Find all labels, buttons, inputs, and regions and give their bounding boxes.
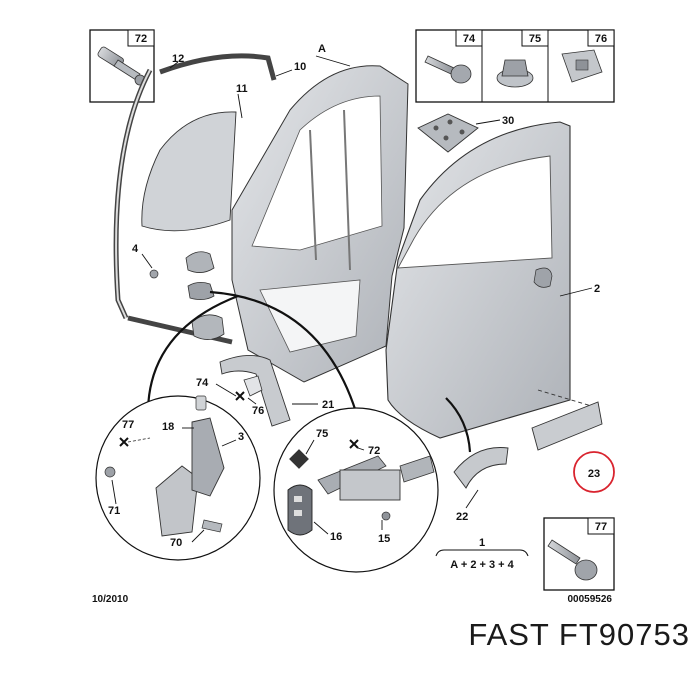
door-panel-2: 2	[385, 121, 600, 439]
part-22-arch: 22	[445, 397, 509, 523]
part-number-label: FAST FT90753	[468, 617, 690, 652]
fastener-box: 74 75 76	[415, 29, 615, 103]
part-11-membrane: 11	[141, 83, 248, 232]
callout-75-box: 75	[529, 33, 541, 45]
bolt-box-72: 72	[89, 29, 155, 103]
highlight-circle	[573, 451, 615, 493]
part-30-plate: 30	[417, 113, 514, 153]
callout-16: 16	[330, 531, 342, 543]
door-frame-a: A	[231, 43, 409, 383]
callout-1: 1	[479, 537, 485, 549]
assembly-formula: 1 A + 2 + 3 + 4	[435, 537, 529, 571]
callout-76-box: 76	[595, 33, 607, 45]
clip-icon	[561, 49, 603, 83]
leader-arc-left	[146, 294, 239, 411]
check-strap-detail-circle: 75 72 16 15	[273, 407, 439, 573]
callout-77-box: 77	[595, 521, 607, 533]
hinge-detail-circle: 77 18 3 71 70	[95, 395, 261, 561]
callout-75-detail: 75	[316, 428, 328, 440]
screw-icon	[424, 55, 472, 84]
callout-77-left: 77	[122, 419, 134, 431]
callout-72-detail: 72	[368, 445, 380, 457]
callout-10: 10	[294, 61, 306, 73]
callout-71: 71	[108, 505, 120, 517]
nut-icon	[496, 59, 534, 88]
screw-77-icon	[547, 539, 598, 581]
leader-arc-right	[209, 290, 358, 413]
date-code: 10/2010	[92, 594, 129, 605]
callout-30: 30	[502, 115, 514, 127]
hinge-parts: 4	[132, 243, 241, 340]
callout-70: 70	[170, 537, 182, 549]
part-75-square-icon	[289, 449, 309, 469]
callout-2: 2	[594, 283, 600, 295]
callout-23: 23	[588, 468, 600, 480]
callout-76-left: 76	[252, 405, 264, 417]
callout-18: 18	[162, 421, 174, 433]
part-21-trim: 21	[219, 355, 334, 427]
part-23-trim: 23	[531, 401, 615, 493]
callout-74-box: 74	[463, 33, 476, 45]
callout-12: 12	[172, 53, 184, 65]
bolt-box-77: 77	[543, 517, 615, 591]
document-code: 00059526	[568, 594, 613, 605]
callout-11: 11	[236, 83, 248, 95]
callout-a: A	[318, 43, 326, 55]
callout-15: 15	[378, 533, 390, 545]
small-parts-74-76: 74 76	[196, 375, 264, 417]
callout-74-left: 74	[196, 377, 209, 389]
callout-22: 22	[456, 511, 468, 523]
formula-text: A + 2 + 3 + 4	[450, 559, 514, 571]
callout-72-box: 72	[135, 33, 147, 45]
callout-4: 4	[132, 243, 139, 255]
callout-21: 21	[322, 399, 334, 411]
callout-3: 3	[238, 431, 244, 443]
